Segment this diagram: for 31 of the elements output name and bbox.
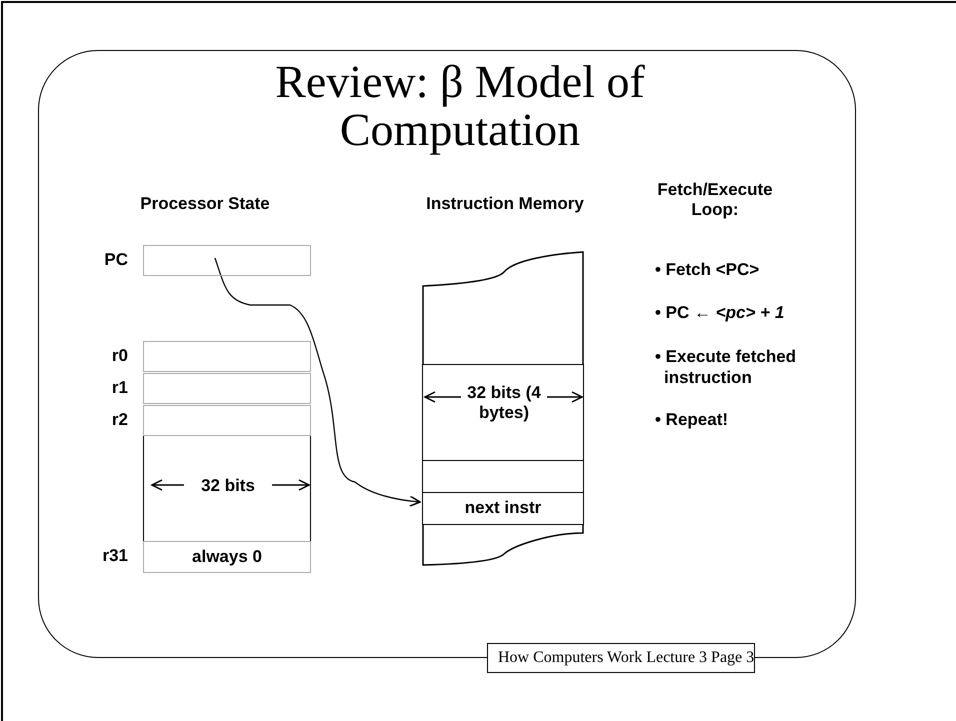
column-heading: Processor State [139, 194, 271, 214]
footer-text: How Computers Work Lecture 3 Page 3 [498, 649, 754, 667]
register-label: PC [103, 250, 128, 270]
register-label: r31 [101, 546, 128, 566]
register-box [143, 541, 311, 573]
register-box [143, 245, 311, 276]
cell-text: 32 bits [200, 476, 256, 496]
column-heading: Instruction Memory [425, 194, 585, 214]
memory-torn-edge [422, 524, 584, 567]
pointer-arrow [214, 258, 421, 507]
register-label: r2 [110, 410, 128, 430]
slide-title: Review: β Model of Computation [274, 58, 646, 154]
cell-text: always 0 [191, 547, 263, 567]
register-box [143, 373, 311, 404]
bullet-item: • Repeat! [655, 410, 730, 430]
bullet-item: • Execute fetched instruction [655, 346, 798, 388]
bullet-item: • Fetch <PC> [655, 260, 760, 280]
register-label: r1 [110, 378, 128, 398]
memory-cell [422, 364, 584, 461]
memory-cell [422, 460, 584, 493]
register-box [143, 405, 311, 436]
bullet-item: • PC ← <pc> + 1 [655, 303, 786, 323]
memory-cell [422, 492, 584, 525]
register-box [143, 341, 311, 372]
list-heading: Fetch/Execute Loop: [656, 180, 774, 220]
register-label: r0 [110, 346, 128, 366]
register-block [143, 436, 311, 541]
memory-torn-edge [422, 250, 584, 365]
cell-text: 32 bits (4 bytes) [466, 383, 542, 423]
footer-box [487, 643, 755, 673]
cell-text: next instr [464, 498, 542, 518]
